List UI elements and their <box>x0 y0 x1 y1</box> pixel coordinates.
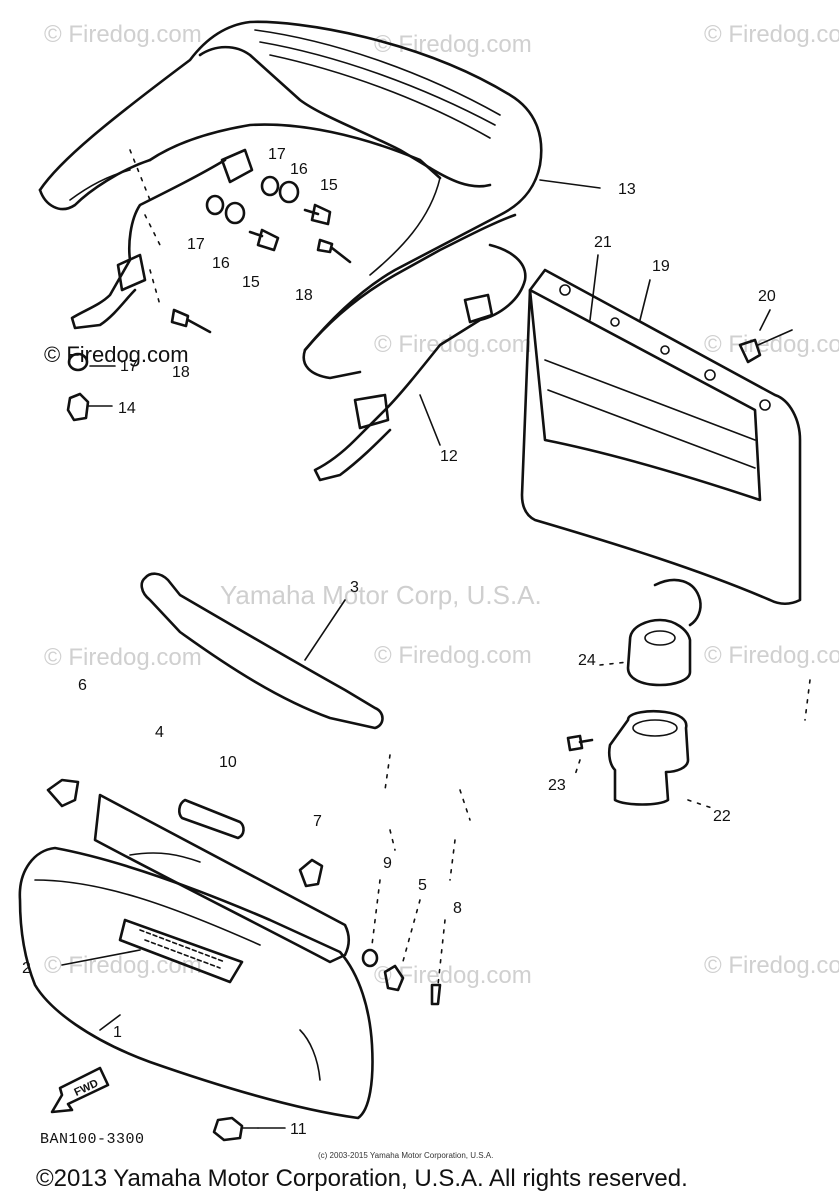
callout-16: 16 <box>212 255 230 272</box>
callout-8: 8 <box>453 900 462 917</box>
watermark-firedog: © Firedog.com <box>44 952 202 979</box>
part-1-panel <box>18 846 374 1120</box>
watermark-firedog: © Firedog.com <box>374 962 532 989</box>
callout-3: 3 <box>350 579 359 596</box>
watermark-firedog: © Firedog.com <box>374 31 532 58</box>
part-4-bracket <box>93 793 351 964</box>
callout-20: 20 <box>758 288 776 305</box>
watermark-firedog: © Firedog.com <box>704 331 839 358</box>
part-12-stay <box>313 243 527 482</box>
callout-4: 4 <box>155 724 164 741</box>
watermark-firedog: © Firedog.com <box>44 21 202 48</box>
callout-7: 7 <box>313 813 322 830</box>
callout-12: 12 <box>440 448 458 465</box>
part-2-label <box>118 918 244 984</box>
watermarks: © Firedog.com © Firedog.com © Firedog.co… <box>44 21 839 989</box>
callout-9: 9 <box>383 855 392 872</box>
callout-24: 24 <box>578 652 596 669</box>
part-11-screw <box>212 1116 259 1142</box>
callouts: 1 2 3 4 5 6 7 8 9 10 11 12 13 14 15 15 1… <box>22 146 776 1138</box>
part-23-screw <box>566 734 594 752</box>
callout-10: 10 <box>219 754 237 771</box>
part-7-clip <box>298 858 324 888</box>
copyright-notice: ©2013 Yamaha Motor Corporation, U.S.A. A… <box>36 1165 688 1192</box>
watermark-firedog: © Firedog.com <box>704 952 839 979</box>
callout-15: 15 <box>320 177 338 194</box>
part-3-strip <box>140 572 384 730</box>
callout-11: 11 <box>290 1121 307 1138</box>
callout-22: 22 <box>713 808 731 825</box>
callout-14: 14 <box>118 400 136 417</box>
callout-18: 18 <box>172 364 190 381</box>
callout-21: 21 <box>594 234 612 251</box>
part-22-socket <box>607 709 690 806</box>
callout-5: 5 <box>418 877 427 894</box>
callout-19: 19 <box>652 258 670 275</box>
callout-1: 1 <box>113 1024 122 1041</box>
part-24-grommet <box>626 618 692 687</box>
part-20-screw <box>738 329 793 364</box>
part-19-plate <box>520 268 802 606</box>
callout-2: 2 <box>22 960 31 977</box>
callout-6: 6 <box>78 677 87 694</box>
part-9-washer <box>361 948 379 968</box>
watermark-yamaha: Yamaha Motor Corp, U.S.A. <box>220 580 542 610</box>
fwd-arrow-icon: FWD <box>50 1066 110 1114</box>
fasteners-upper <box>66 175 352 422</box>
callout-17: 17 <box>120 358 138 375</box>
callout-17: 17 <box>268 146 286 163</box>
watermark-firedog: © Firedog.com <box>704 21 839 48</box>
diagram-code: BAN100-3300 <box>40 1131 145 1148</box>
leader-lines <box>61 149 811 1129</box>
watermark-firedog: © Firedog.com <box>374 331 532 358</box>
watermark-firedog: © Firedog.com <box>704 642 839 669</box>
fine-print: (c) 2003-2015 Yamaha Motor Corporation, … <box>318 1151 493 1160</box>
left-stay <box>70 148 254 330</box>
callout-16: 16 <box>290 161 308 178</box>
callout-13: 13 <box>618 181 636 198</box>
watermark-firedog: © Firedog.com <box>44 644 202 671</box>
part-8-rivet <box>430 983 442 1006</box>
callout-17: 17 <box>187 236 205 253</box>
part-13-cover <box>38 20 543 380</box>
part-6-clip <box>46 778 80 808</box>
watermark-firedog-dark: © Firedog.com <box>44 342 189 367</box>
callout-15: 15 <box>242 274 260 291</box>
part-10-pad <box>178 798 245 840</box>
callout-18: 18 <box>295 287 313 304</box>
watermark-firedog: © Firedog.com <box>374 642 532 669</box>
callout-23: 23 <box>548 777 566 794</box>
part-5-nut <box>383 964 405 992</box>
socket-cover-edge <box>653 578 702 627</box>
